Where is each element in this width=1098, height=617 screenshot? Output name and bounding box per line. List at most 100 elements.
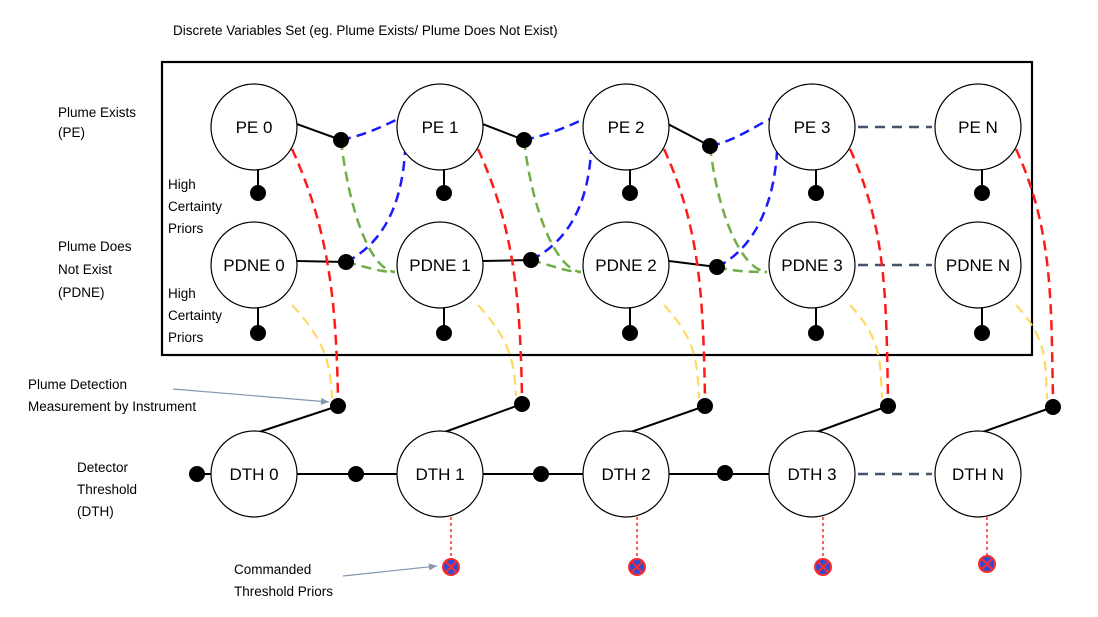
node-pdne-4 <box>934 221 1022 309</box>
dth-transition-factor-1 <box>533 466 549 482</box>
commanded-prior-x-1 <box>445 561 457 573</box>
node-label-dth-2: DTH 2 <box>601 465 650 484</box>
measurement-to-dth-2 <box>627 405 706 434</box>
node-label-dth-4: DTH N <box>952 465 1004 484</box>
svg-text:Priors: Priors <box>168 221 204 236</box>
node-label-pe-3: PE 3 <box>794 118 831 137</box>
svg-text:Certainty: Certainty <box>168 308 222 323</box>
node-pe-3 <box>768 83 856 171</box>
node-dth-3 <box>768 430 856 518</box>
node-pe-2 <box>582 83 670 171</box>
svg-text:Plume Exists: Plume Exists <box>58 105 136 120</box>
measurement-label-arrow-head <box>320 397 329 405</box>
commanded-prior-x-4 <box>981 558 993 570</box>
pdne-transition-factor-1 <box>523 252 539 268</box>
pe-prior-dot-4 <box>974 185 990 201</box>
measurement-from-pdne-2 <box>663 304 701 399</box>
svg-text:(PE): (PE) <box>58 125 85 140</box>
dth-transition-factor-2 <box>717 465 733 481</box>
node-label-pdne-1: PDNE 1 <box>409 256 470 275</box>
node-label-pe-4: PE N <box>958 118 998 137</box>
node-pdne-3 <box>768 221 856 309</box>
svg-text:High: High <box>168 286 196 301</box>
node-pdne-0 <box>210 221 298 309</box>
pdne-factor-link-2 <box>668 260 718 268</box>
commanded-label-arrow-head <box>428 563 437 571</box>
measurement-to-dth-4 <box>979 406 1054 434</box>
pe-transition-2 <box>709 117 771 148</box>
measurement-to-dth-1 <box>441 403 523 434</box>
dth-transition-factor-0 <box>348 466 364 482</box>
measurement-to-dth-0 <box>255 405 339 434</box>
svg-text:(PDNE): (PDNE) <box>58 285 105 300</box>
pdne-prior-dot-3 <box>808 325 824 341</box>
measurement-from-pe-1 <box>476 148 524 397</box>
pe-to-pdne-transition-1 <box>522 139 582 274</box>
pdne-to-pe-transition-2 <box>716 151 779 269</box>
row-label-pdne: Plume Does Not Exist (PDNE) <box>58 239 132 300</box>
commanded-label-arrow <box>342 565 438 577</box>
svg-text:(DTH): (DTH) <box>77 504 114 519</box>
node-label-pe-0: PE 0 <box>236 118 273 137</box>
measurement-from-pdne-3 <box>849 304 884 399</box>
measurement-from-pdne-4 <box>1015 304 1049 400</box>
svg-text:Priors: Priors <box>168 330 204 345</box>
node-label-pdne-3: PDNE 3 <box>781 256 842 275</box>
measurement-factor-3 <box>880 398 896 414</box>
measurement-from-pe-0 <box>290 148 340 399</box>
svg-text:Not Exist: Not Exist <box>58 262 112 277</box>
node-pe-4 <box>934 83 1022 171</box>
pdne-prior-dot-4 <box>974 325 990 341</box>
row-label-dth: Detector Threshold (DTH) <box>77 460 137 519</box>
node-pe-1 <box>396 83 484 171</box>
node-label-pe-1: PE 1 <box>422 118 459 137</box>
node-dth-2 <box>582 430 670 518</box>
measurement-factor-0 <box>330 398 346 414</box>
high-certainty-priors-label-pe: High Certainty Priors <box>168 177 222 236</box>
node-label-dth-0: DTH 0 <box>229 465 278 484</box>
pdne-transition-factor-2 <box>709 259 725 275</box>
measurement-label: Plume Detection Measurement by Instrumen… <box>28 377 196 414</box>
svg-text:Threshold Priors: Threshold Priors <box>234 584 333 599</box>
pe-prior-dot-2 <box>622 185 638 201</box>
pdne-factor-link-0 <box>296 260 347 263</box>
measurement-factor-1 <box>514 396 530 412</box>
measurement-to-dth-3 <box>813 405 889 434</box>
node-pdne-2 <box>582 221 670 309</box>
node-dth-1 <box>396 430 484 518</box>
pe-prior-dot-1 <box>436 185 452 201</box>
pe-transition-factor-1 <box>516 132 532 148</box>
pdne-prior-dot-0 <box>250 325 266 341</box>
measurement-factor-2 <box>697 398 713 414</box>
discrete-variables-frame <box>160 60 1034 357</box>
pe-transition-0 <box>340 117 399 142</box>
measurement-from-pe-4 <box>1014 148 1055 400</box>
pdne-prior-dot-1 <box>436 325 452 341</box>
pe-transition-factor-0 <box>333 132 349 148</box>
measurement-from-pdne-1 <box>477 304 518 397</box>
dth-prior-dot-0 <box>189 466 205 482</box>
node-label-pdne-0: PDNE 0 <box>223 256 284 275</box>
node-label-dth-1: DTH 1 <box>415 465 464 484</box>
pdne-prior-dot-2 <box>622 325 638 341</box>
node-dth-0 <box>210 430 298 518</box>
node-pdne-1 <box>396 221 484 309</box>
measurement-from-pe-2 <box>662 148 707 399</box>
pdne-transition-factor-0 <box>338 254 354 270</box>
svg-text:Threshold: Threshold <box>77 482 137 497</box>
pe-transition-factor-2 <box>702 138 718 154</box>
node-label-pdne-4: PDNE N <box>946 256 1010 275</box>
svg-text:Detector: Detector <box>77 460 129 475</box>
pdne-to-pe-transition-0 <box>345 151 407 264</box>
svg-text:Certainty: Certainty <box>168 199 222 214</box>
measurement-factor-4 <box>1045 399 1061 415</box>
measurement-from-pe-3 <box>848 148 890 399</box>
node-label-pdne-2: PDNE 2 <box>595 256 656 275</box>
high-certainty-priors-label-pdne: High Certainty Priors <box>168 286 222 345</box>
pdne-to-pe-transition-1 <box>530 151 593 262</box>
svg-text:Plume Does: Plume Does <box>58 239 132 254</box>
svg-text:High: High <box>168 177 196 192</box>
pe-factor-link-2 <box>665 122 711 147</box>
pe-factor-link-0 <box>293 122 342 141</box>
